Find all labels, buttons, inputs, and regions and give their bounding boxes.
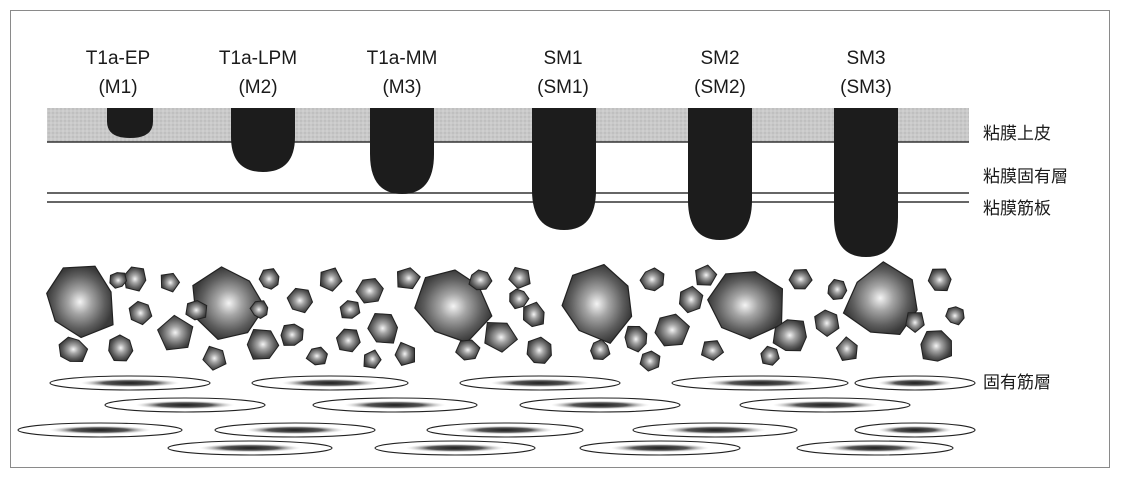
stage-sublabel-sm3: (SM3)	[840, 77, 892, 98]
tumor-invasion	[688, 108, 752, 240]
submucosa-cell	[306, 347, 327, 365]
submucosa-cell	[789, 270, 812, 289]
muscle-fiber-nucleus	[344, 401, 446, 409]
submucosa-cell	[340, 301, 360, 319]
muscle-fibers	[18, 376, 975, 455]
submucosa-cell	[946, 307, 964, 325]
stage-label-t1a-mm: T1a-MM	[367, 48, 438, 69]
tumor-invasion	[834, 108, 898, 257]
stage-label-t1a-lpm: T1a-LPM	[219, 48, 297, 69]
stage-label-sm3: SM3	[846, 48, 885, 69]
stage-sublabel-sm2: (SM2)	[694, 77, 746, 98]
layer-label-muscularis-mucosae: 粘膜筋板	[983, 199, 1051, 219]
submucosa-cell	[281, 324, 303, 345]
stage-label-sm2: SM2	[700, 48, 739, 69]
submucosa-cell	[921, 331, 952, 361]
submucosa-cell	[320, 268, 342, 291]
submucosa-cell	[259, 269, 279, 290]
submucosa-cell	[124, 267, 146, 291]
muscle-fiber-nucleus	[282, 379, 379, 387]
stage-sublabel-m1: (M1)	[98, 77, 137, 98]
muscle-fiber-nucleus	[664, 426, 766, 434]
submucosa-cell	[527, 337, 551, 363]
muscle-fiber-nucleus	[199, 444, 301, 452]
muscle-fiber-nucleus	[490, 379, 589, 387]
submucosa-cell	[158, 315, 193, 349]
submucosa-cell	[186, 301, 207, 320]
submucosa-cell	[680, 286, 703, 312]
submucosa-cell-large	[47, 266, 113, 337]
muscle-fiber-nucleus	[80, 379, 179, 387]
tumor-invasion	[532, 108, 596, 230]
submucosa-cell	[524, 302, 545, 326]
submucosa-cell	[59, 337, 88, 361]
submucosa-cell-large	[562, 265, 632, 344]
muscle-fiber-nucleus	[827, 444, 924, 452]
submucosa-cell	[761, 346, 779, 365]
stage-label-t1a-ep: T1a-EP	[86, 48, 150, 69]
submucosa-cell	[364, 350, 381, 368]
submucosa-cell	[247, 330, 278, 360]
stage-label-sm1: SM1	[543, 48, 582, 69]
submucosa-cell	[368, 314, 398, 344]
stage-sublabel-m3: (M3)	[382, 77, 421, 98]
submucosa-cell	[509, 267, 530, 288]
submucosa-cell	[828, 279, 847, 299]
submucosa-cell	[337, 329, 361, 352]
submucosa-cell	[395, 342, 414, 365]
muscle-fiber-nucleus	[135, 401, 234, 409]
epithelium-band	[47, 108, 969, 142]
submucosa-cell	[109, 335, 133, 361]
submucosa-cell	[469, 270, 492, 290]
muscle-fiber-nucleus	[705, 379, 814, 387]
submucosa-cell	[356, 279, 383, 304]
submucosa-cell	[456, 340, 480, 360]
layer-label-muscularis-propria: 固有筋層	[983, 373, 1051, 393]
submucosa-cell	[702, 341, 724, 361]
muscle-fiber-nucleus	[550, 401, 649, 409]
muscle-fiber-nucleus	[405, 444, 504, 452]
submucosa-cell	[640, 351, 660, 371]
submucosa-cell	[485, 323, 518, 353]
submucosa-cell	[398, 268, 421, 289]
stage-sublabel-sm1: (SM1)	[537, 77, 589, 98]
tumor-invasion	[107, 108, 153, 138]
submucosa-cell	[510, 289, 529, 309]
muscle-fiber-nucleus	[49, 426, 151, 434]
tumor-invasion	[231, 108, 295, 172]
muscle-fiber-nucleus	[772, 401, 877, 409]
tumor-invasion	[370, 108, 434, 194]
muscle-fiber-nucleus	[245, 426, 344, 434]
submucosa-cell	[161, 273, 179, 292]
submucosa-cell	[203, 346, 226, 370]
muscle-fiber-nucleus	[457, 426, 554, 434]
muscle-fiber-nucleus	[610, 444, 709, 452]
submucosa-cell-large	[708, 272, 783, 339]
submucosa-cell	[696, 265, 717, 285]
submucosa-cell	[655, 314, 689, 346]
stage-labels: T1a-EP (M1) T1a-LPM (M2) T1a-MM (M3) SM1…	[86, 48, 892, 98]
stage-sublabel-m2: (M2)	[238, 77, 277, 98]
submucosa-cell	[129, 301, 152, 324]
muscle-fiber-nucleus	[878, 379, 952, 387]
submucosa-cells	[47, 262, 964, 371]
muscle-fiber-nucleus	[878, 426, 952, 434]
submucosa-cell	[625, 326, 647, 352]
submucosa-cell	[906, 313, 924, 333]
layer-label-epithelium: 粘膜上皮	[983, 124, 1051, 144]
submucosa-cell	[836, 337, 857, 361]
submucosa-cell	[640, 268, 664, 291]
submucosa-cell	[815, 310, 839, 336]
submucosa-cell	[110, 273, 127, 289]
layer-label-lamina-propria: 粘膜固有層	[983, 167, 1068, 187]
submucosa-cell	[928, 269, 951, 291]
submucosa-cell	[287, 288, 312, 312]
